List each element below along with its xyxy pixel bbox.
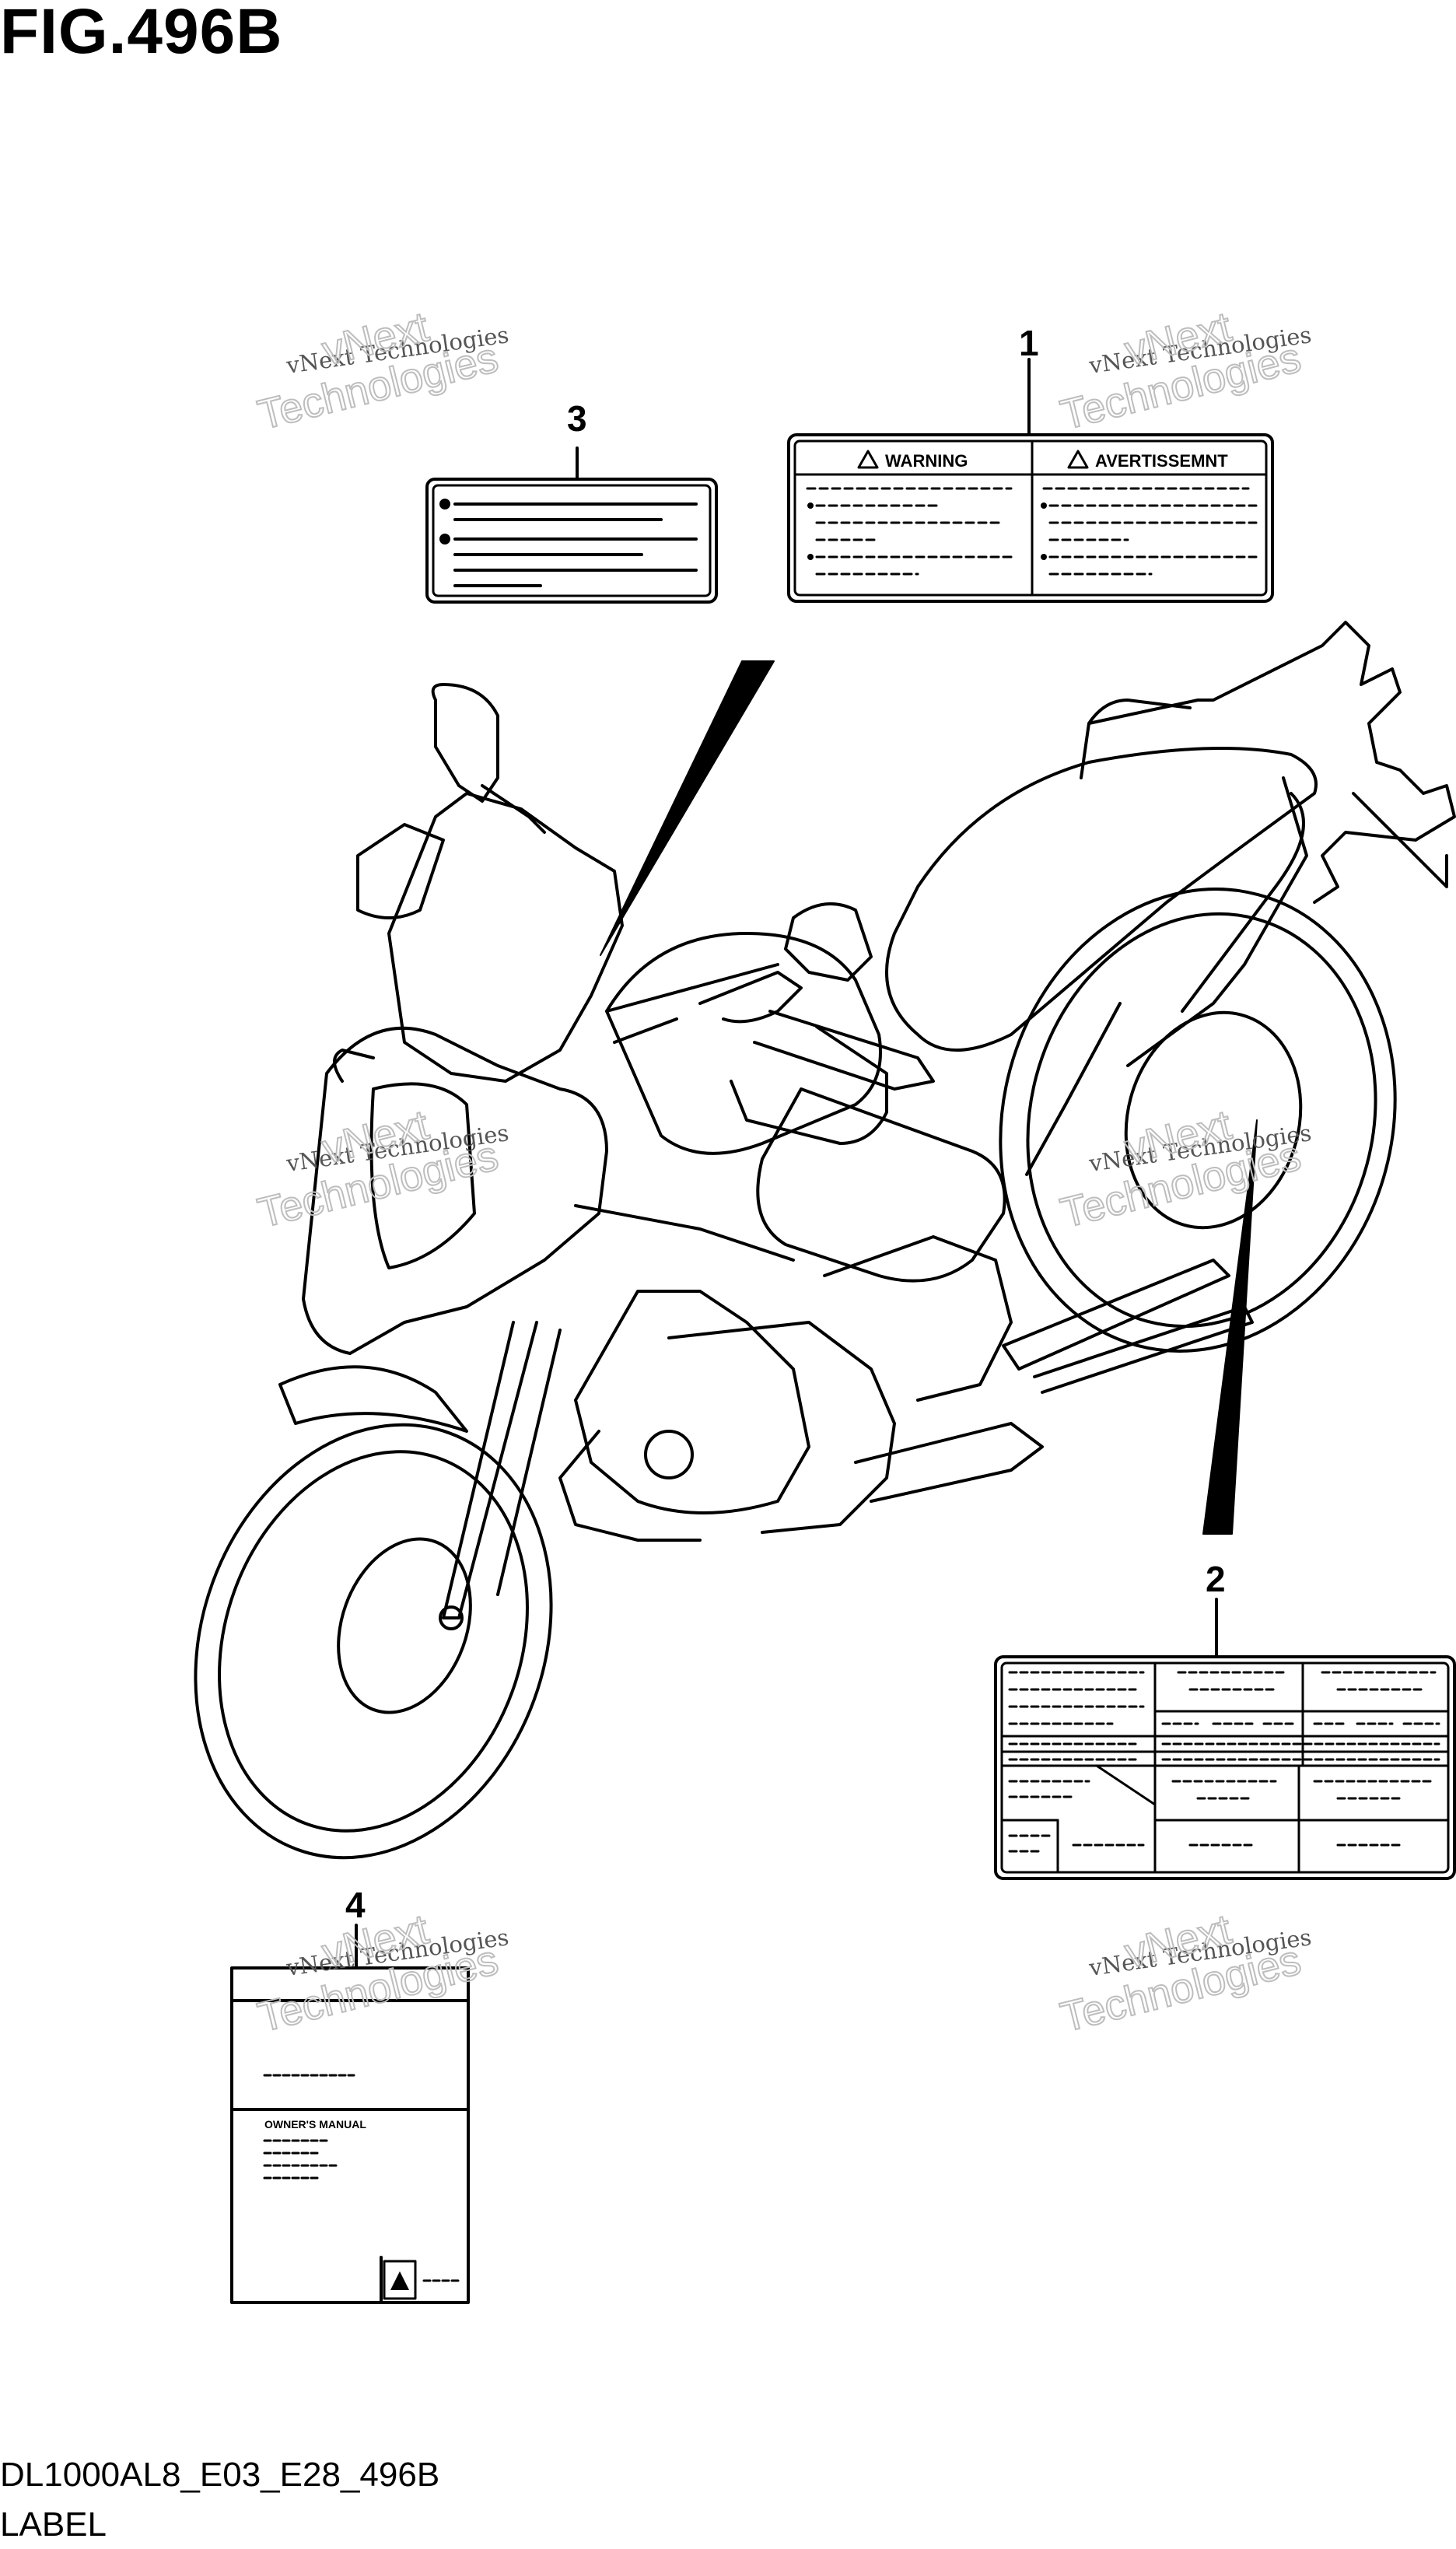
callout-number-1: 1 [1019, 323, 1039, 363]
label-3-icon [425, 478, 718, 604]
label-1-warning-heading: WARNING [885, 451, 968, 471]
callout-number-2: 2 [1206, 1559, 1226, 1599]
owners-manual-icon [230, 1966, 470, 2304]
watermark: vNext Technologies vNext Technologies vN… [253, 303, 1313, 2042]
motorcycle-drawing [194, 621, 1456, 1860]
pointer-wedge-2 [1202, 1119, 1258, 1535]
diagram-label: LABEL [0, 2505, 107, 2544]
label-2-icon [994, 1655, 1456, 1880]
label-1-avertissement-heading: AVERTISSEMNT [1095, 451, 1228, 471]
callout-number-4: 4 [345, 1885, 366, 1925]
callout-number-3: 3 [567, 398, 587, 439]
pointer-wedge-3 [600, 660, 775, 956]
diagram-code: DL1000AL8_E03_E28_496B [0, 2456, 440, 2494]
figure-title: FIG.496B [0, 0, 283, 67]
owners-manual-heading: OWNER'S MANUAL [264, 2118, 366, 2131]
